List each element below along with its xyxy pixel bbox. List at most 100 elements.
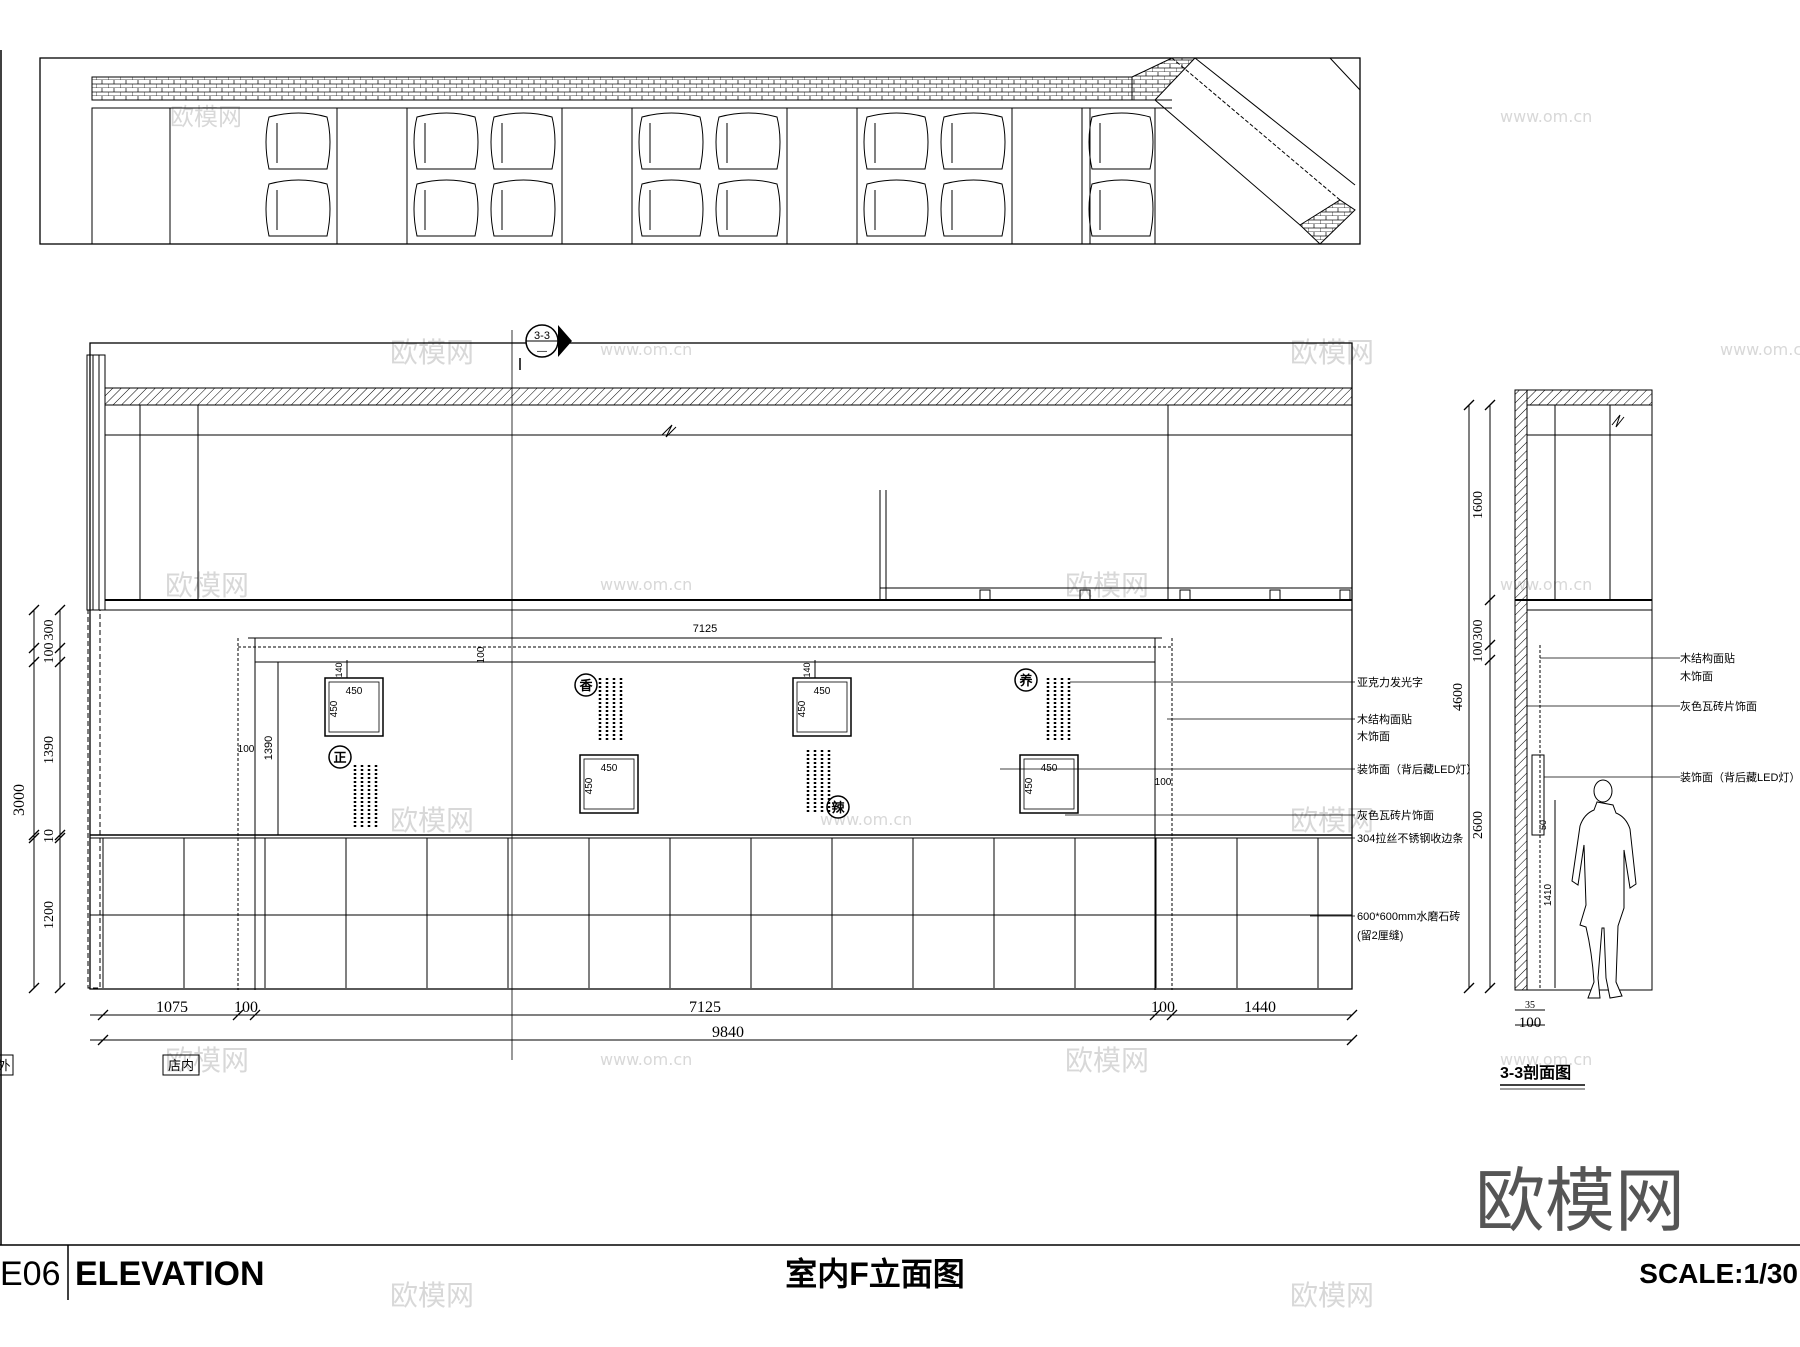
dimension-tick (1463, 982, 1475, 994)
drawing-scale: SCALE:1/30 (1639, 1258, 1798, 1289)
watermark-url: www.om.cn (600, 1050, 692, 1069)
watermark-url: www.om.cn (1720, 340, 1800, 359)
dimension-tick (54, 604, 66, 616)
dimension-tick (54, 656, 66, 668)
sign-box-outer (1019, 754, 1079, 814)
box-gap-dim: 140 (334, 662, 344, 677)
total-height-dim: 3000 (11, 784, 28, 816)
watermark-url: www.om.cn (600, 340, 692, 359)
sign-box-inner (583, 758, 635, 810)
box-height-dim: 450 (797, 700, 808, 717)
plan-chair (638, 112, 704, 170)
callout-text: 304拉丝不锈钢收边条 (1357, 831, 1463, 845)
dimension-tick (1484, 399, 1496, 411)
dimension-tick (54, 642, 66, 654)
watermark-url: www.om.cn (1500, 575, 1592, 594)
callout-text: 亚克力发光字 (1357, 675, 1423, 689)
sign-box-outer (792, 677, 852, 737)
watermark-brand: 欧模网 (1290, 804, 1374, 837)
box-char-circle (1014, 668, 1038, 692)
dimension-tick (1484, 639, 1496, 651)
dimension-tick (54, 982, 66, 994)
section-callout-text: 木结构面贴 (1680, 651, 1735, 665)
left-dim-1200: 1200 (42, 901, 57, 929)
section-small-dim: 50 (1538, 820, 1548, 830)
watermark-brand: 欧模网 (390, 1279, 474, 1312)
section-marker-label: 3-3 (534, 330, 550, 342)
panel-offset-text: 100 (476, 646, 487, 663)
box-char: 辣 (831, 800, 845, 815)
dimension-tick (1484, 594, 1496, 606)
box-height-dim: 450 (329, 700, 340, 717)
label-inside-store: 店内 (168, 1058, 194, 1073)
watermark-brand: 欧模网 (1065, 569, 1149, 602)
plan-chair (940, 179, 1006, 237)
section-callout-text: 装饰面（背后藏LED灯） (1680, 770, 1800, 784)
section-marker: 3-3 — (519, 324, 572, 370)
box-char-circle (826, 795, 850, 819)
left-dimensions: 3000 300 100 1390 10 1200 (11, 604, 66, 994)
dimension-tick (1484, 654, 1496, 666)
box-width-dim: 450 (601, 763, 618, 774)
watermark-url: www.om.cn (1500, 107, 1592, 126)
plan-chair (490, 112, 556, 170)
section-callout-text: 灰色瓦砖片饰面 (1680, 699, 1757, 713)
dimension-tick (1346, 1034, 1358, 1046)
dimension-tick (97, 1009, 109, 1021)
plan-table (1011, 107, 1083, 245)
box-char: 正 (333, 750, 346, 765)
sign-box-outer (324, 677, 384, 737)
plan-table (336, 107, 408, 245)
plan-chair (490, 179, 556, 237)
section-marker-sub: — (537, 346, 547, 357)
box-width-dim: 450 (346, 686, 363, 697)
dimension-tick (54, 832, 66, 844)
plan-chair (715, 112, 781, 170)
watermark-brand: 欧模网 (170, 103, 242, 131)
plan-view (39, 57, 1361, 245)
sign-box-inner (796, 681, 848, 733)
callout-text: 木结构面贴 (1357, 712, 1412, 726)
plan-chair (1088, 179, 1154, 237)
section-callout-text: 木饰面 (1680, 669, 1713, 683)
drawing-title: 室内F立面图 (785, 1256, 965, 1292)
section-3-3: 1600 300 100 4600 2600 1410 50 35 100 3-… (1451, 389, 1800, 1090)
box-width-dim: 450 (1041, 763, 1058, 774)
sign-box-inner (328, 681, 380, 733)
plan-tables (265, 107, 1156, 245)
dimension-tick (249, 1009, 261, 1021)
label-outside-store: 外 (0, 1058, 11, 1073)
panel-width-text: 7125 (693, 623, 717, 635)
dimension-tick (1166, 1009, 1178, 1021)
dimension-tick (97, 1034, 109, 1046)
watermark-logo: 欧模网 (1475, 1160, 1685, 1242)
section-dim-4600: 4600 (1451, 683, 1466, 711)
dimension-tick (1463, 399, 1475, 411)
box-char: 养 (1018, 673, 1033, 688)
watermark-url: www.om.cn (1500, 1050, 1592, 1069)
plan-table (786, 107, 858, 245)
section-title: 3-3剖面图 (1500, 1063, 1571, 1082)
dimension-tick (1484, 982, 1496, 994)
dimension-tick (1149, 1009, 1161, 1021)
watermark-brand: 欧模网 (165, 569, 249, 602)
watermark-url: www.om.cn (600, 575, 692, 594)
left-dim-10: 10 (42, 829, 57, 843)
plan-chair (940, 112, 1006, 170)
bottom-dim-7125: 7125 (689, 999, 721, 1016)
section-bottom-100: 100 (1519, 1015, 1542, 1031)
callout-text: (留2厘缝) (1357, 928, 1403, 942)
title-block: E06 ELEVATION 室内F立面图 SCALE:1/30 (0, 50, 1800, 1300)
dimension-tick (28, 832, 40, 844)
section-bottom-35: 35 (1525, 1000, 1535, 1011)
overall-width-dim: 9840 (712, 1024, 744, 1041)
left-dim-300: 300 (42, 620, 57, 641)
dimension-tick (1346, 1009, 1358, 1021)
bottom-dimensions: 1075 100 7125 100 1440 9840 (90, 999, 1358, 1046)
bottom-dim-1075: 1075 (156, 999, 188, 1016)
watermark-brand: 欧模网 (165, 1044, 249, 1077)
